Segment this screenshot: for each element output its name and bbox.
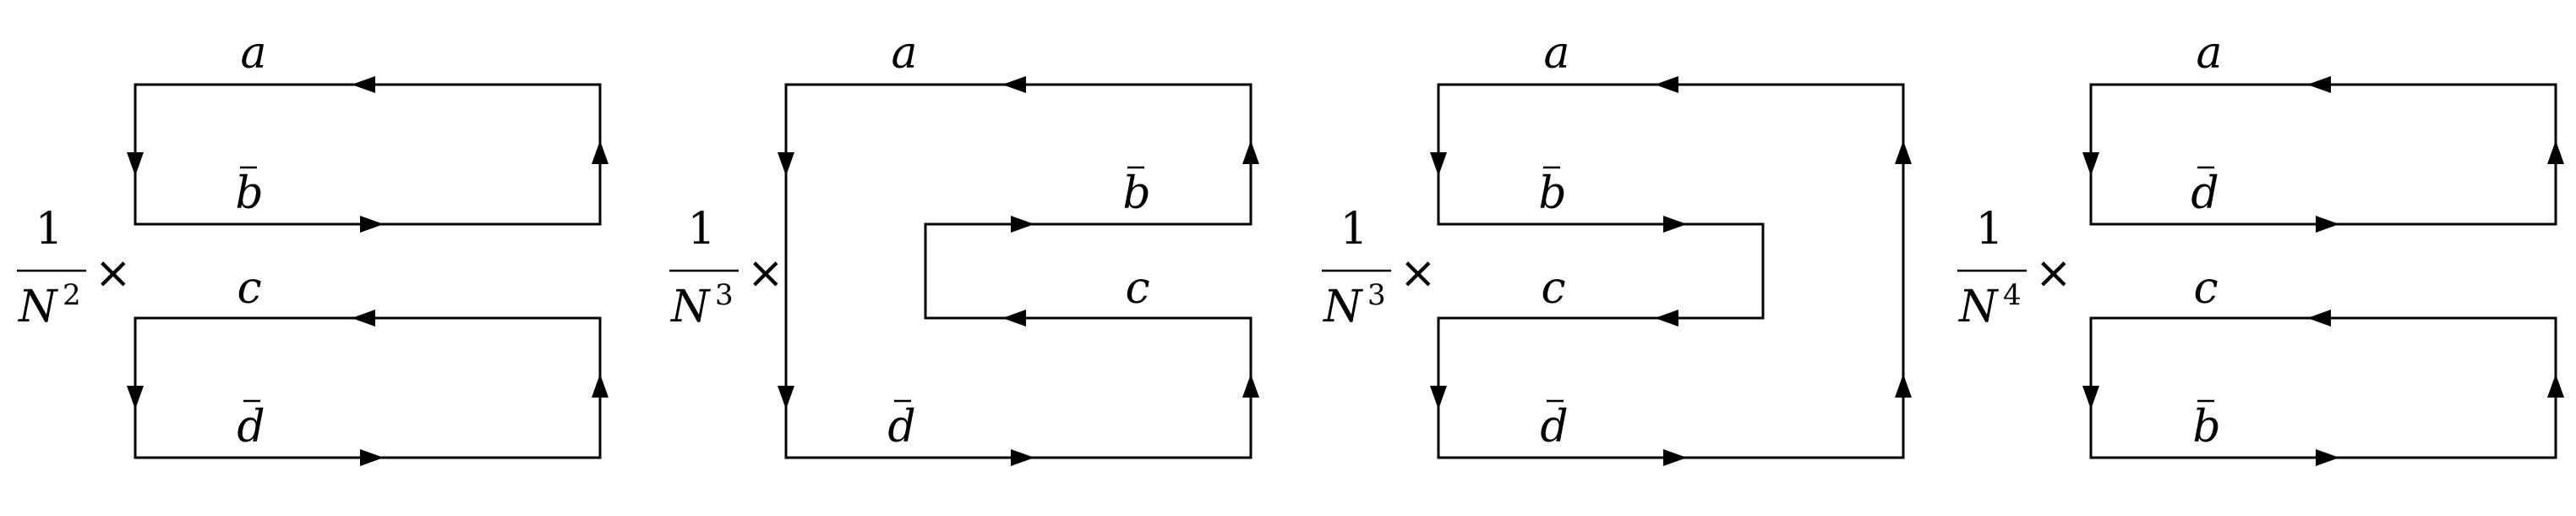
times-sign: × [2035, 248, 2072, 299]
arrow-left-icon [2307, 76, 2331, 93]
arrow-left-icon [352, 76, 375, 93]
prefactor-numerator: 1 [1340, 204, 1367, 255]
arrow-right-icon [1663, 216, 1687, 233]
prefactor-2: 1 N 3 × [669, 204, 784, 332]
times-sign: × [747, 248, 784, 299]
arrow-left-icon [1655, 310, 1678, 327]
prefactor-base: N [1957, 282, 1999, 332]
arrow-up-icon [2547, 140, 2564, 164]
label-bottom: d [1540, 402, 1568, 453]
arrow-down-icon [2082, 152, 2099, 176]
arrow-left-icon [1002, 310, 1026, 327]
arrow-left-icon [2307, 310, 2331, 327]
single-loop [784, 83, 1253, 459]
arrow-left-icon [1655, 76, 1678, 93]
panel-2: 1 N 3 × a b c d [669, 28, 1259, 466]
prefactor-3: 1 N 3 × [1322, 204, 1437, 332]
label-lower-mid: c [2193, 263, 2218, 314]
arrow-up-icon [2547, 374, 2564, 398]
arrow-up-icon [592, 140, 609, 164]
label-bottom: d [887, 402, 915, 453]
label-top: a [1543, 28, 1569, 79]
prefactor-exponent: 3 [715, 278, 734, 312]
arrow-up-icon [1242, 374, 1259, 398]
prefactor-exponent: 3 [1367, 278, 1386, 312]
label-upper-mid: d [2191, 168, 2219, 219]
arrow-down-icon [1430, 386, 1447, 409]
arrow-right-icon [360, 216, 384, 233]
arrow-down-icon [2082, 386, 2099, 409]
panel-1: 1 N 2 × a b c d [17, 28, 609, 466]
arrow-right-icon [1011, 216, 1034, 233]
prefactor-1: 1 N 2 × [17, 204, 132, 332]
lower-loop [134, 316, 602, 459]
times-sign: × [95, 248, 132, 299]
arrow-down-icon [127, 386, 144, 409]
single-loop [1437, 83, 1905, 459]
arrow-right-icon [360, 449, 384, 466]
prefactor-base: N [1322, 282, 1363, 332]
arrow-right-icon [1663, 449, 1687, 466]
label-upper-mid: b [1538, 168, 1566, 219]
prefactor-4: 1 N 4 × [1957, 204, 2072, 332]
arrow-up-icon [1895, 140, 1912, 164]
label-upper-mid: b [1122, 168, 1150, 219]
panel-4: 1 N 4 × a d c b [1957, 28, 2564, 466]
label-top: a [2196, 28, 2222, 79]
upper-loop [134, 83, 602, 226]
arrow-down-icon [778, 386, 794, 409]
upper-loop [2089, 83, 2557, 226]
arrow-left-icon [352, 310, 375, 327]
label-upper-mid: b [235, 168, 263, 219]
prefactor-exponent: 2 [63, 278, 81, 312]
arrow-up-icon [1895, 374, 1912, 398]
prefactor-numerator: 1 [35, 204, 63, 255]
times-sign: × [1400, 248, 1437, 299]
label-lower-mid: c [1125, 263, 1149, 314]
label-bottom: b [2192, 402, 2220, 453]
arrow-up-icon [1242, 140, 1259, 164]
arrow-right-icon [2316, 216, 2339, 233]
label-top: a [240, 28, 266, 79]
arrow-up-icon [592, 374, 609, 398]
arrow-down-icon [1430, 152, 1447, 176]
label-bottom: d [237, 402, 265, 453]
lower-loop [2089, 316, 2557, 459]
arrow-left-icon [1002, 76, 1026, 93]
arrow-right-icon [2316, 449, 2339, 466]
label-lower-mid: c [1541, 263, 1565, 314]
prefactor-numerator: 1 [687, 204, 715, 255]
prefactor-base: N [669, 282, 711, 332]
prefactor-numerator: 1 [1975, 204, 2003, 255]
panel-3: 1 N 3 × a b c d [1322, 28, 1912, 466]
arrow-down-icon [778, 152, 794, 176]
prefactor-exponent: 4 [2003, 278, 2022, 312]
arrow-down-icon [127, 152, 144, 176]
label-top: a [891, 28, 917, 79]
arrow-right-icon [1011, 449, 1034, 466]
label-lower-mid: c [237, 263, 261, 314]
prefactor-base: N [17, 282, 58, 332]
